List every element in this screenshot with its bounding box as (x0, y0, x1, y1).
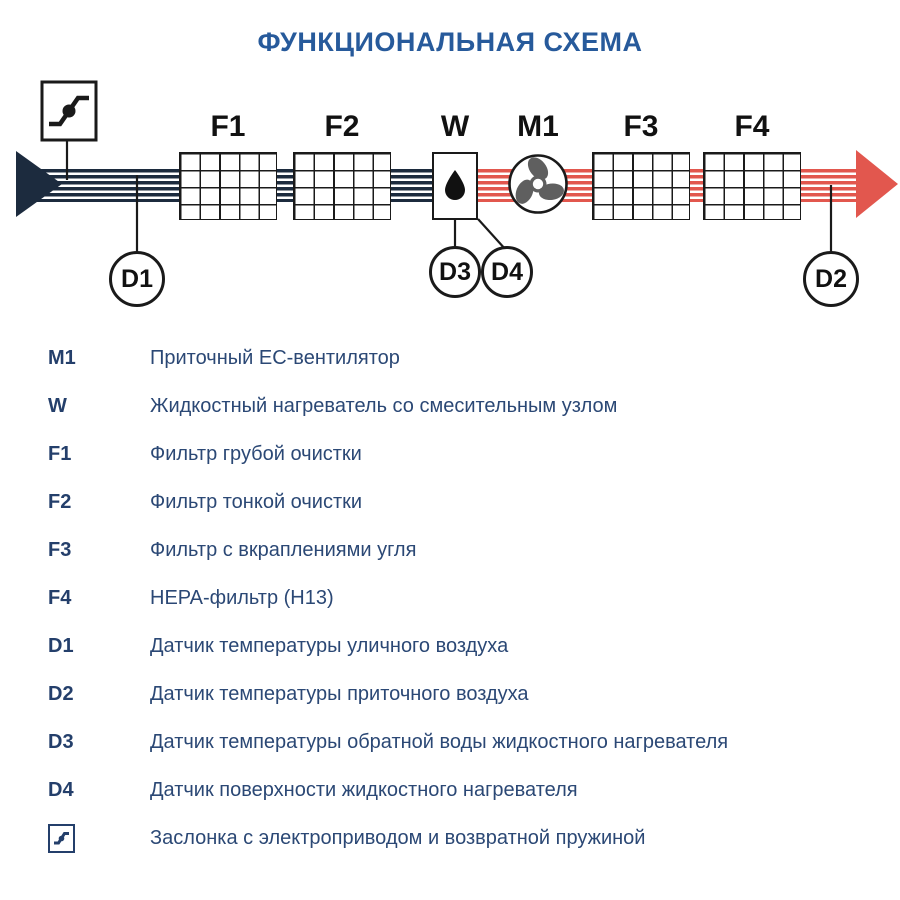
legend-row-w: W Жидкостный нагреватель со смесительным… (0, 382, 900, 430)
legend-row-d1: D1 Датчик температуры уличного воздуха (0, 622, 900, 670)
legend-label: D4 (48, 778, 74, 801)
legend-label: D3 (48, 730, 74, 753)
legend-row-d2: D2 Датчик температуры приточного воздуха (0, 670, 900, 718)
legend-label: M1 (48, 346, 76, 369)
component-label-w: W (440, 110, 470, 143)
legend-description: HEPA-фильтр (H13) (150, 586, 334, 609)
legend-row-f2: F2 Фильтр тонкой очистки (0, 478, 900, 526)
component-label-m1: M1 (517, 110, 559, 143)
component-label-f1: F1 (210, 110, 246, 143)
legend-label: D2 (48, 682, 74, 705)
legend-row-d3: D3 Датчик температуры обратной воды жидк… (0, 718, 900, 766)
filter-f3-grid (592, 152, 690, 220)
legend: M1 Приточный EC-вентилятор W Жидкостный … (0, 334, 900, 862)
sensor-d1-circle: D1 (109, 251, 165, 307)
sensor-d2-circle: D2 (803, 251, 859, 307)
filter-f2-grid (293, 152, 391, 220)
legend-label: F2 (48, 490, 72, 513)
legend-description: Датчик температуры приточного воздуха (150, 682, 529, 705)
filter-f4-grid (703, 152, 801, 220)
legend-label: F3 (48, 538, 72, 561)
component-label-f2: F2 (324, 110, 360, 143)
legend-description: Заслонка с электроприводом и возвратной … (150, 826, 646, 849)
legend-description: Фильтр тонкой очистки (150, 490, 363, 513)
legend-description: Датчик температуры обратной воды жидкост… (150, 730, 729, 753)
legend-label: F1 (48, 442, 72, 465)
legend-row-damper: Заслонка с электроприводом и возвратной … (0, 814, 900, 862)
legend-row-d4: D4 Датчик поверхности жидкостного нагрев… (0, 766, 900, 814)
legend-row-f4: F4 HEPA-фильтр (H13) (0, 574, 900, 622)
legend-description: Фильтр грубой очистки (150, 442, 362, 465)
water-heater-box (432, 152, 478, 220)
damper-with-actuator-icon (40, 80, 98, 142)
filter-f1-grid (179, 152, 277, 220)
legend-description: Жидкостный нагреватель со смесительным у… (150, 394, 618, 417)
water-droplet-icon (445, 170, 465, 200)
legend-row-f1: F1 Фильтр грубой очистки (0, 430, 900, 478)
legend-description: Датчик температуры уличного воздуха (150, 634, 509, 657)
sensor-d3-circle: D3 (429, 246, 481, 298)
component-label-f4: F4 (734, 110, 770, 143)
legend-description: Приточный EC-вентилятор (150, 346, 400, 369)
fan-propeller-icon (508, 154, 568, 214)
component-label-f3: F3 (623, 110, 659, 143)
legend-label: D1 (48, 634, 74, 657)
sensor-d4-circle: D4 (481, 246, 533, 298)
damper-with-actuator-icon (48, 823, 75, 853)
page-title: ФУНКЦИОНАЛЬНАЯ СХЕМА (257, 27, 643, 57)
legend-row-m1: M1 Приточный EC-вентилятор (0, 334, 900, 382)
legend-label: F4 (48, 586, 72, 609)
sensor-connector-lines (65, 141, 833, 256)
legend-label-icon-cell (48, 823, 150, 853)
legend-description: Фильтр с вкраплениями угля (150, 538, 417, 561)
legend-row-f3: F3 Фильтр с вкраплениями угля (0, 526, 900, 574)
legend-description: Датчик поверхности жидкостного нагревате… (150, 778, 578, 801)
legend-label: W (48, 394, 67, 417)
